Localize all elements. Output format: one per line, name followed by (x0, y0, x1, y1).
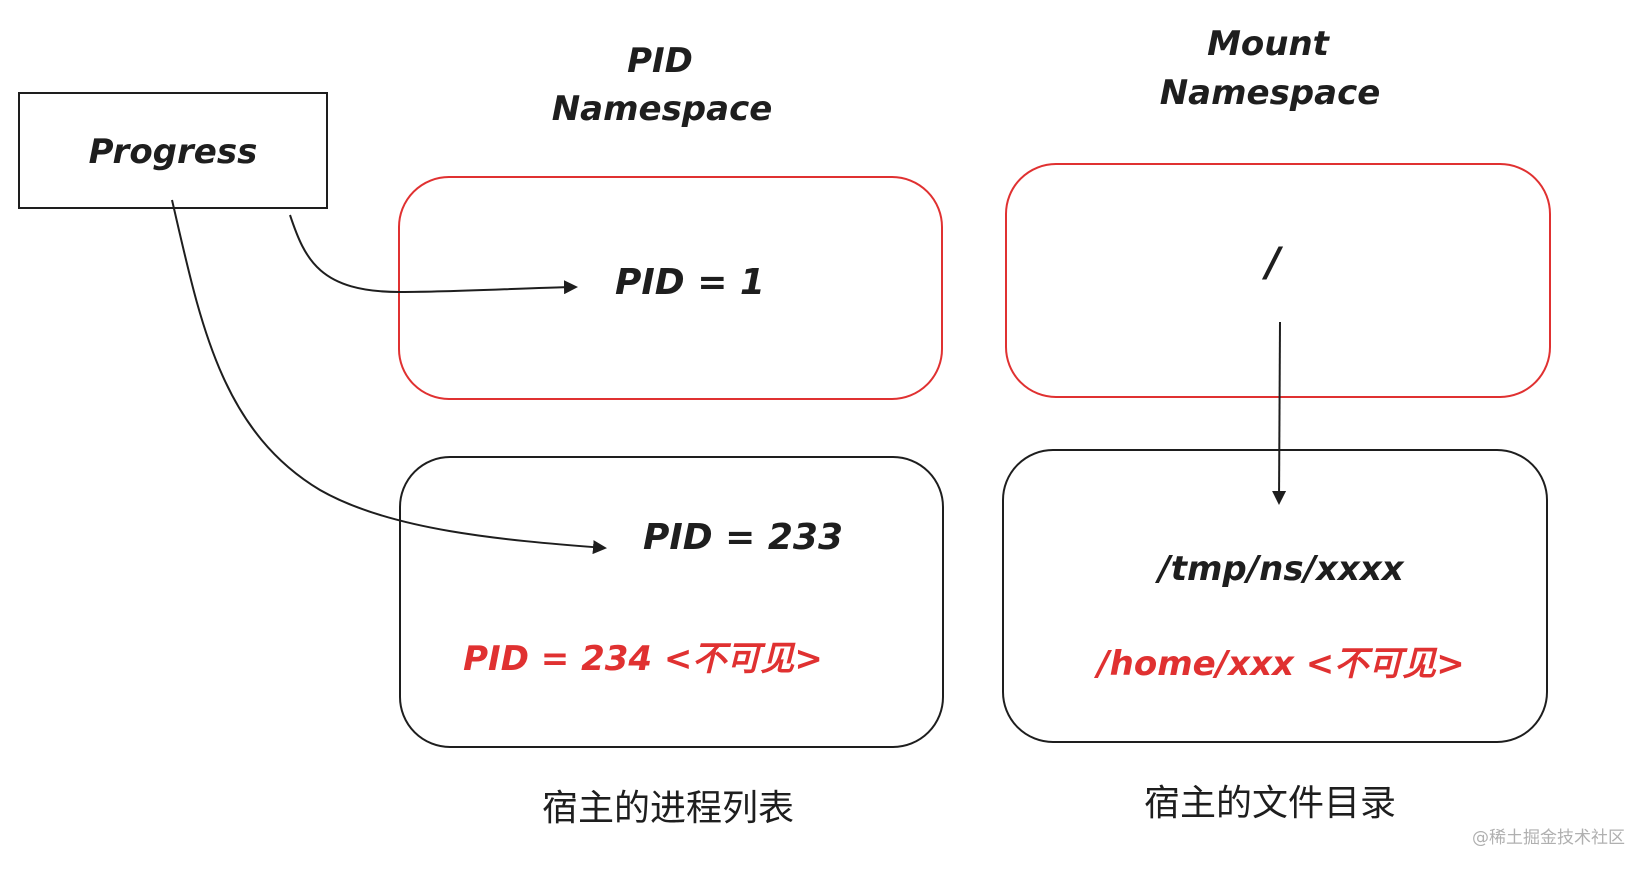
pid-namespace-caption: 宿主的进程列表 (542, 788, 794, 829)
host-path-visible: /tmp/ns/xxxx (1154, 549, 1405, 589)
watermark-text: @稀土掘金技术社区 (1472, 828, 1625, 848)
mount-namespace-root: / (1262, 240, 1284, 286)
host-process-box: PID = 233 PID = 234 <不可见> (399, 456, 944, 748)
mount-namespace-title-line2: Namespace (1160, 73, 1381, 113)
arrow-process-to-pid-233 (171, 199, 607, 555)
arrow-process-to-pid-1 (289, 214, 578, 295)
host-directory-box: /tmp/ns/xxxx /home/xxx <不可见> (1002, 449, 1548, 743)
host-pid-hidden: PID = 234 <不可见> (463, 639, 823, 679)
pid-namespace-title: PID Namespace (552, 41, 773, 129)
mount-namespace-box: / (1005, 163, 1551, 398)
arrow-root-to-host-path (1272, 321, 1287, 505)
pid-namespace-box: PID = 1 (398, 176, 943, 400)
process-box-label: Progress (89, 132, 258, 172)
process-box: Progress (18, 92, 328, 209)
pid-namespace-inner-pid: PID = 1 (615, 262, 765, 303)
host-pid-visible: PID = 233 (643, 517, 843, 558)
pid-namespace-title-line1: PID (627, 41, 693, 81)
mount-namespace-title: Mount Namespace (1160, 24, 1381, 113)
mount-namespace-title-line1: Mount (1207, 24, 1331, 64)
mount-namespace-caption: 宿主的文件目录 (1144, 783, 1396, 824)
pid-namespace-title-line2: Namespace (552, 89, 773, 129)
host-path-hidden: /home/xxx <不可见> (1093, 644, 1465, 684)
